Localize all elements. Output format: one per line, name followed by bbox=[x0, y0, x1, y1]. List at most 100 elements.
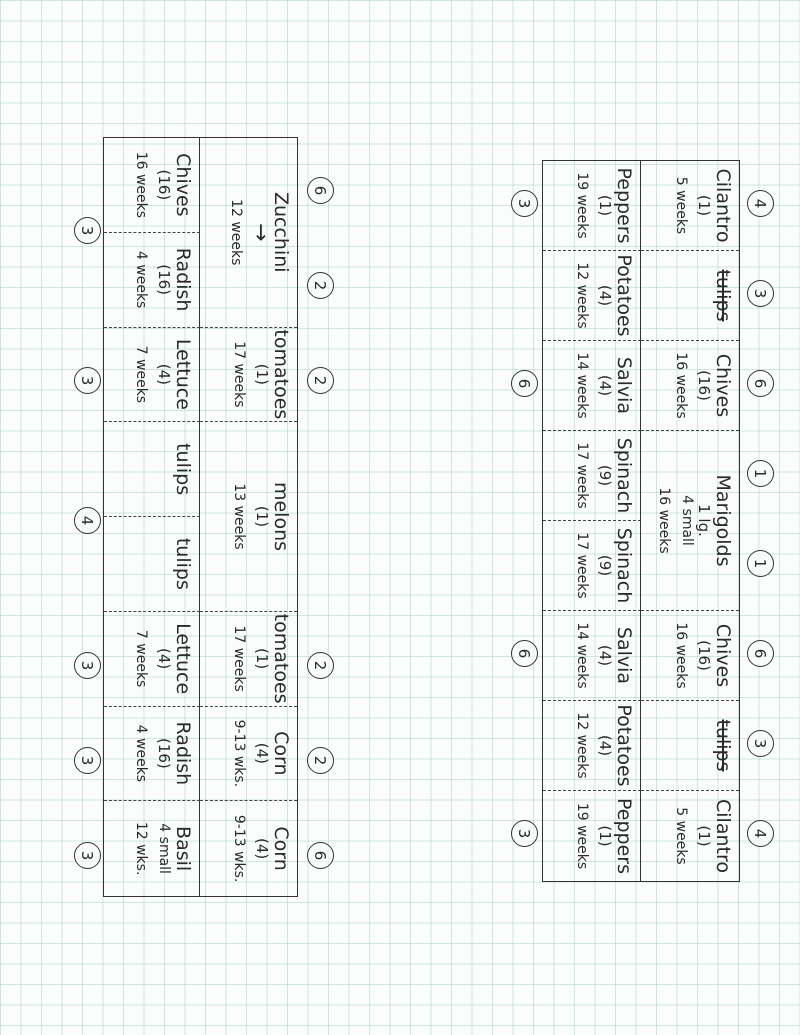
grow-time: 7 weeks bbox=[133, 345, 150, 404]
spacing-circle: 3 bbox=[74, 367, 101, 394]
spacing-circle: 2 bbox=[307, 367, 334, 394]
spacing-circle: 6 bbox=[511, 370, 538, 397]
grow-time: 9-13 wks. bbox=[231, 719, 247, 788]
plant-name: Spinach bbox=[613, 437, 635, 514]
grow-time: 14 weeks bbox=[574, 352, 590, 419]
plant-count: (16) bbox=[695, 370, 713, 401]
plant-name: Potatoes bbox=[613, 254, 635, 337]
plant-name: tomatoes bbox=[270, 329, 292, 420]
bed-2-top-plot-3: Chives (16) 16 weeks bbox=[641, 341, 739, 431]
plant-name: Salvia bbox=[613, 626, 635, 685]
bed-2-top-plot-1: Cilantro (1) 5 weeks bbox=[641, 161, 739, 251]
plant-count: (1) bbox=[596, 825, 614, 847]
bed-2-bottom-plot-7: Potatoes (4) 12 weeks bbox=[543, 701, 641, 791]
grow-time: 4 weeks bbox=[133, 724, 150, 783]
plant-name: melons bbox=[270, 481, 292, 552]
spacing-circle: 3 bbox=[511, 820, 538, 847]
plant-count-extra: 4 small bbox=[679, 495, 695, 546]
plant-name: Chives bbox=[172, 153, 195, 217]
spacing-circle: 3 bbox=[74, 652, 101, 679]
grow-time: 17 weeks bbox=[231, 625, 247, 692]
bed-1-bottom-plot-4: tulips bbox=[104, 422, 201, 517]
garden-bed-2: Cilantro (1) 5 weeks tulips Chives (16) … bbox=[542, 160, 740, 882]
grow-time: 19 weeks bbox=[574, 802, 590, 870]
bed-2-spacing-circles-bottom: 4 3 6 1 1 6 3 4 bbox=[742, 160, 776, 882]
plant-name: Corn bbox=[270, 826, 292, 871]
plant-name: Peppers bbox=[613, 167, 635, 244]
bed-2-bottom-plot-3: Salvia (4) 14 weeks bbox=[543, 341, 641, 431]
plant-count: (1) bbox=[695, 825, 713, 847]
plant-count: (4) bbox=[596, 734, 614, 757]
bed-2-bottom-plot-6: Salvia (4) 14 weeks bbox=[543, 611, 641, 701]
plant-name: Chives bbox=[712, 623, 734, 688]
plant-count: (1) bbox=[253, 505, 271, 528]
plant-count: 1 lg. bbox=[695, 504, 713, 537]
plant-name: tulips bbox=[172, 537, 195, 590]
plant-count: (16) bbox=[695, 640, 713, 671]
plant-count: (4) bbox=[155, 648, 174, 670]
spacing-circle: 1 bbox=[747, 550, 774, 577]
bed-1-bottom-plot-8: Basil 4 small 12 wks. bbox=[104, 801, 201, 896]
plant-count: (16) bbox=[155, 264, 174, 296]
plant-name: Marigolds bbox=[712, 474, 734, 567]
spacing-circle: 6 bbox=[747, 370, 774, 397]
bed-1-bottom-plot-6: Lettuce (4) 7 weeks bbox=[104, 611, 201, 707]
plant-name: tulips bbox=[172, 443, 195, 496]
grow-time: 7 weeks bbox=[133, 629, 150, 688]
plant-name: Peppers bbox=[613, 798, 635, 874]
plant-name: Radish bbox=[172, 247, 195, 312]
bed-2-top-plot-4: Marigolds 1 lg. 4 small 16 weeks bbox=[641, 431, 739, 611]
plant-name: Zucchini bbox=[270, 191, 292, 273]
grow-time: 12 weeks bbox=[228, 199, 244, 266]
spacing-circle: 1 bbox=[747, 460, 774, 487]
plant-count: (1) bbox=[596, 194, 614, 217]
spacing-circle: 4 bbox=[747, 820, 774, 847]
bed-2-bottom-plot-4: Spinach (9) 17 weeks bbox=[543, 431, 641, 521]
bed-1-top-plot-4: tomatoes (1) 17 weeks bbox=[200, 611, 297, 707]
spacing-circle: 2 bbox=[307, 747, 334, 774]
spacing-circle: 4 bbox=[74, 507, 101, 534]
spacing-circle: 6 bbox=[511, 640, 538, 667]
plant-name: Cilantro bbox=[712, 799, 734, 873]
spacing-circle: 6 bbox=[307, 177, 334, 204]
plant-count: (16) bbox=[155, 737, 174, 769]
bed-1-top-plot-5: Corn (4) 9-13 wks. bbox=[200, 706, 297, 802]
bed-1-bottom-plot-2: Radish (16) 4 weeks bbox=[104, 232, 201, 328]
spacing-circle: 6 bbox=[747, 640, 774, 667]
bed-1-top-plot-2: tomatoes (1) 17 weeks bbox=[200, 327, 297, 423]
plant-count: (4) bbox=[596, 374, 614, 397]
grow-time: 12 weeks bbox=[574, 262, 590, 329]
bed-1-bottom-plot-7: Radish (16) 4 weeks bbox=[104, 706, 201, 802]
grow-time: 13 weeks bbox=[231, 483, 247, 550]
spacing-circle: 2 bbox=[307, 272, 334, 299]
bed-2-bottom-plot-8: Peppers (1) 19 weeks bbox=[543, 791, 641, 881]
bed-2-top-plot-5: Chives (16) 16 weeks bbox=[641, 611, 739, 701]
plant-name: Chives bbox=[712, 353, 734, 418]
grow-time: 17 weeks bbox=[574, 442, 590, 509]
plant-name: Spinach bbox=[613, 527, 635, 604]
plant-name: Radish bbox=[172, 721, 195, 786]
plant-name: Corn bbox=[270, 731, 292, 776]
plant-count: (9) bbox=[596, 464, 614, 487]
bed-1-top-plot-3: melons (1) 13 weeks bbox=[200, 422, 297, 612]
plant-name: Potatoes bbox=[613, 704, 635, 787]
plant-name: Cilantro bbox=[712, 168, 734, 243]
spacing-circle: 3 bbox=[747, 730, 774, 757]
plant-name: Lettuce bbox=[172, 623, 195, 695]
grow-time: 14 weeks bbox=[574, 622, 590, 689]
plant-count: (4) bbox=[596, 284, 614, 307]
plant-count: (1) bbox=[695, 194, 713, 217]
grow-time: 4 weeks bbox=[133, 250, 150, 309]
grow-time: 5 weeks bbox=[673, 176, 689, 235]
grow-time: 17 weeks bbox=[574, 532, 590, 599]
bed-1-bottom-plot-1: Chives (16) 16 weeks bbox=[104, 138, 201, 233]
grow-time: 16 weeks bbox=[673, 352, 689, 419]
plant-name: tomatoes bbox=[270, 613, 292, 704]
bed-2-bottom-plot-5: Spinach (9) 17 weeks bbox=[543, 521, 641, 611]
bed-2-bottom-plot-1: Peppers (1) 19 weeks bbox=[543, 161, 641, 251]
plant-count: (9) bbox=[596, 554, 614, 577]
spacing-circle: 3 bbox=[74, 842, 101, 869]
bed-2-spacing-circles-top: 3 6 6 3 bbox=[506, 160, 540, 882]
plant-name: Lettuce bbox=[172, 338, 195, 410]
